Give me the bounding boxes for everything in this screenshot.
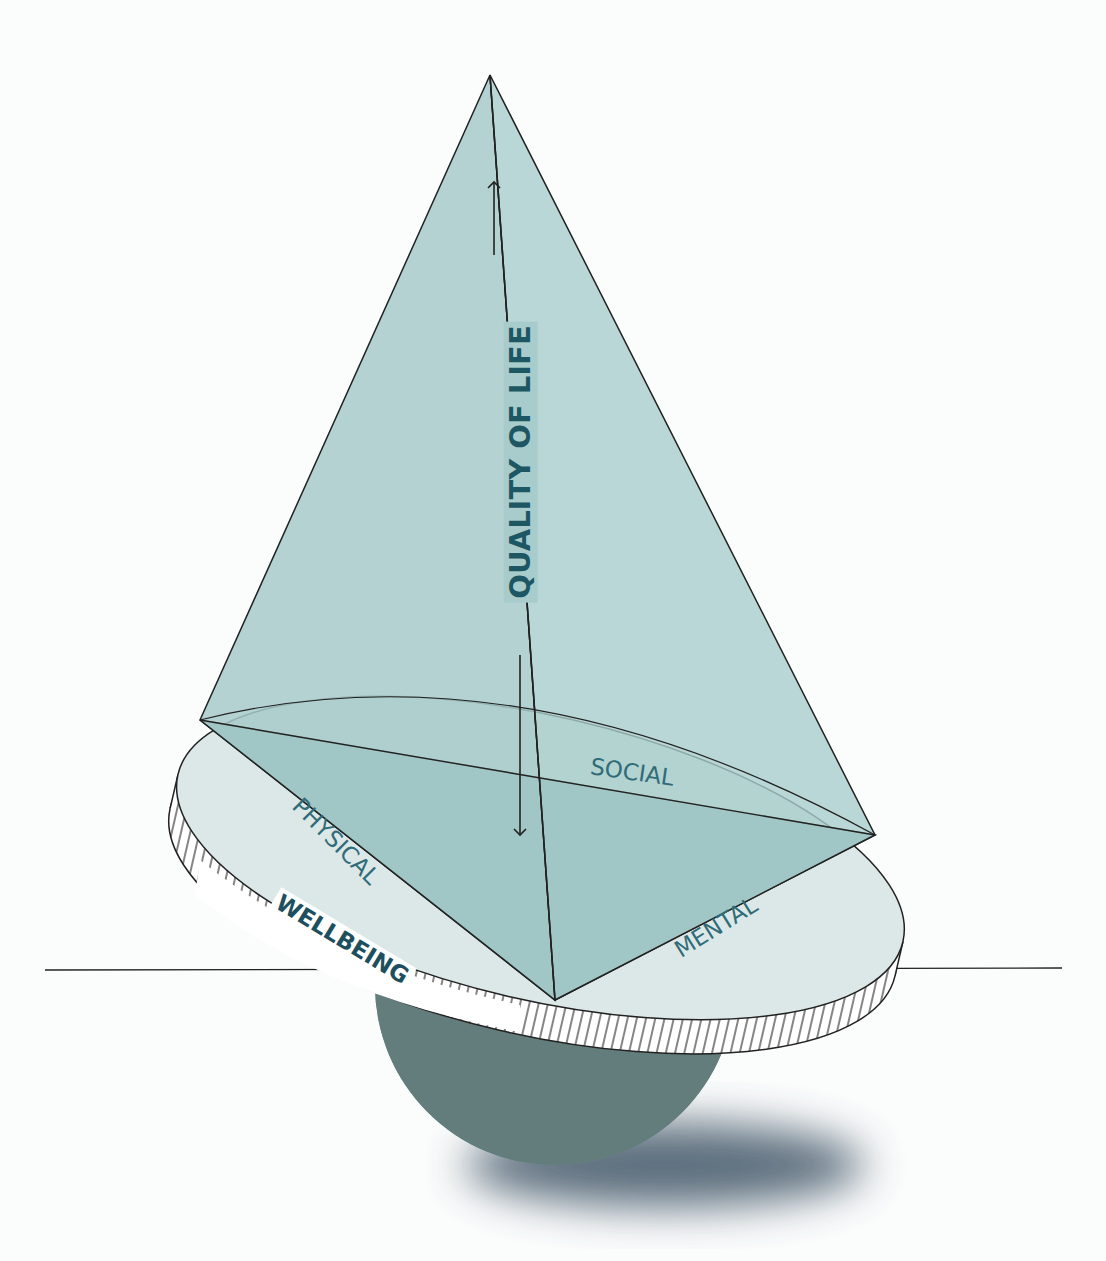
pyramid-right-face: [490, 75, 875, 1000]
up-arrow: [493, 182, 495, 255]
down-arrow: [519, 655, 521, 835]
axis-label: QUALITY OF LIFE: [504, 321, 538, 602]
pyramid-front-edge: [490, 75, 555, 1000]
